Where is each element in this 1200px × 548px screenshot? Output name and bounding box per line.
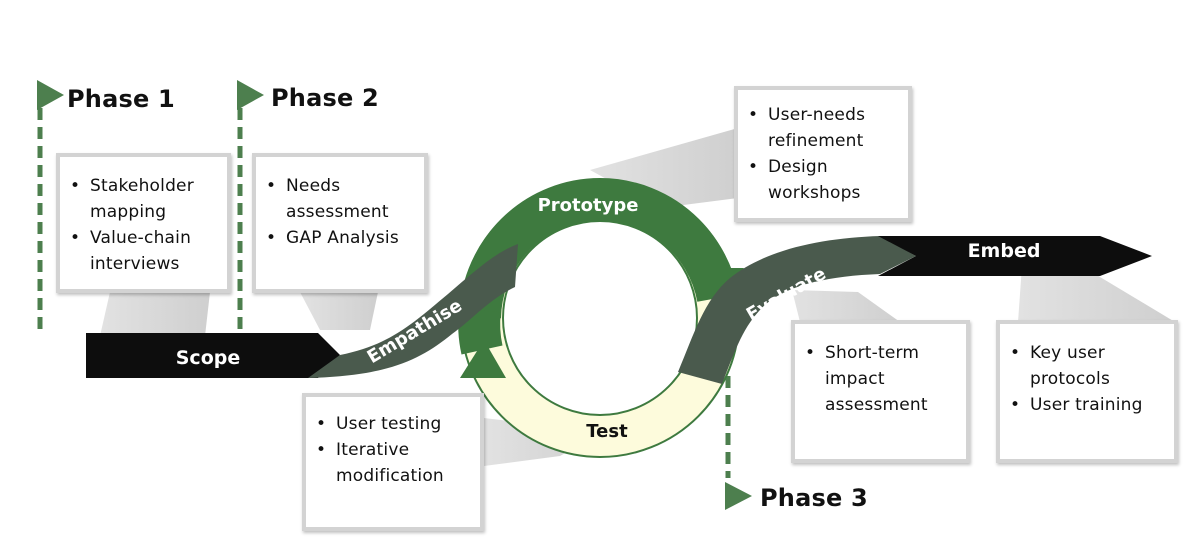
list-item: Value-chain interviews [60, 225, 227, 277]
scope-label: Scope [176, 347, 241, 369]
cycle-center [505, 223, 695, 413]
list-item: User testing [306, 411, 480, 437]
cycle-arrowhead-right [696, 268, 744, 300]
box-stakeholder-mapping: Stakeholder mapping Value-chain intervie… [56, 153, 231, 293]
phase-2-flag-icon [237, 80, 264, 110]
list-item: Short-term impact assessment [795, 340, 966, 418]
box-key-user-protocols: Key user protocols User training [996, 320, 1178, 463]
phase-3-label: Phase 3 [760, 484, 868, 512]
embed-label: Embed [968, 240, 1041, 262]
phase-2-label: Phase 2 [271, 84, 379, 112]
cycle-arrowhead-left [460, 340, 506, 378]
box-user-needs-refinement: User-needs refinement Design workshops [734, 86, 912, 222]
empathise-ribbon [308, 244, 518, 378]
callout-wedge-5 [792, 290, 900, 322]
list-item: GAP Analysis [256, 225, 424, 251]
callout-wedge-6 [1018, 266, 1175, 322]
list-item: Stakeholder mapping [60, 173, 227, 225]
list-item: Iterative modification [306, 437, 480, 489]
phase-1-flag-icon [37, 80, 64, 110]
phase-1-label: Phase 1 [67, 85, 175, 113]
prototype-label: Prototype [538, 195, 639, 216]
list-item: Key user protocols [1000, 340, 1174, 392]
box-needs-assessment: Needs assessment GAP Analysis [252, 153, 428, 293]
list-item: Needs assessment [256, 173, 424, 225]
list-item: User training [1000, 392, 1174, 418]
callout-wedge-1 [100, 292, 210, 336]
embed-arrow [878, 236, 1152, 276]
box-short-term-impact: Short-term impact assessment [791, 320, 970, 463]
cycle-ring-inner-edge [502, 220, 698, 416]
scope-band [86, 333, 340, 378]
phase-3-flag-icon [725, 482, 752, 510]
test-label: Test [586, 421, 628, 442]
box-user-testing: User testing Iterative modification [302, 393, 484, 531]
list-item: Design workshops [738, 154, 908, 206]
list-item: User-needs refinement [738, 102, 908, 154]
evaluate-ribbon [678, 236, 916, 384]
callout-wedge-2 [300, 292, 378, 330]
